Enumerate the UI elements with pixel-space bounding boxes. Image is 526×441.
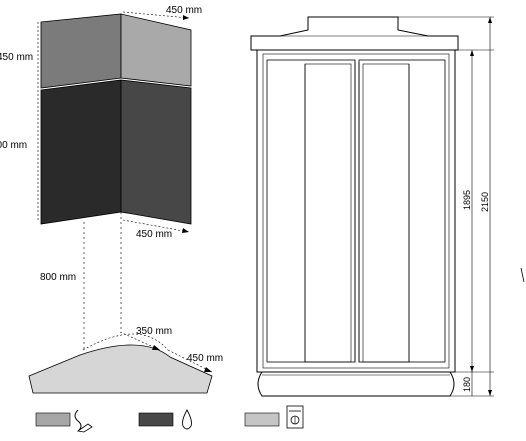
base-width-label: 450 mm	[187, 353, 223, 364]
wall-panels	[40, 13, 192, 225]
legend-swatch-pale	[244, 412, 280, 427]
right-door-panel	[358, 59, 446, 363]
cabin-dimensions: 1895 2150 180	[398, 16, 525, 397]
cabin-roof	[250, 16, 459, 51]
panel-bottom-left	[40, 79, 122, 225]
base-tray: 350 mm 450 mm	[28, 326, 223, 394]
cabin-elevation	[250, 16, 459, 397]
top-panel-height-label: 450 mm	[0, 52, 33, 63]
bottom-width-dimension: 450 mm	[122, 219, 190, 240]
left-door-panel	[266, 59, 356, 363]
panel-bottom-right	[120, 79, 192, 225]
drop-lines: 800 mm	[40, 212, 122, 350]
lower-panel-width-label: 450 mm	[136, 229, 172, 240]
faucet-icon	[286, 405, 304, 429]
base-depth-label: 350 mm	[136, 326, 172, 337]
lower-panel-height-label: 800 mm	[0, 140, 27, 151]
legend-swatch-light	[35, 412, 71, 427]
legend-swatch-dark	[138, 412, 174, 427]
panel-top-right	[120, 13, 192, 87]
legend	[35, 405, 304, 433]
cabin-base	[257, 371, 455, 397]
floor-offset-label: 800 mm	[40, 272, 76, 283]
top-panel-width-label: 450 mm	[166, 5, 202, 16]
base-height-label: 180	[462, 377, 472, 392]
cabin-total-height-label: 2150	[480, 192, 490, 212]
water-drop-icon	[182, 409, 192, 430]
panel-top-left	[40, 13, 122, 89]
tray-shape	[28, 344, 213, 394]
top-width-dimension: 450 mm	[122, 5, 202, 20]
left-height-dimensions: 450 mm 800 mm	[0, 22, 39, 222]
hose-icon	[74, 409, 93, 433]
cabin-inner-height-label: 1895	[462, 190, 472, 210]
cabin-frame	[256, 49, 456, 373]
